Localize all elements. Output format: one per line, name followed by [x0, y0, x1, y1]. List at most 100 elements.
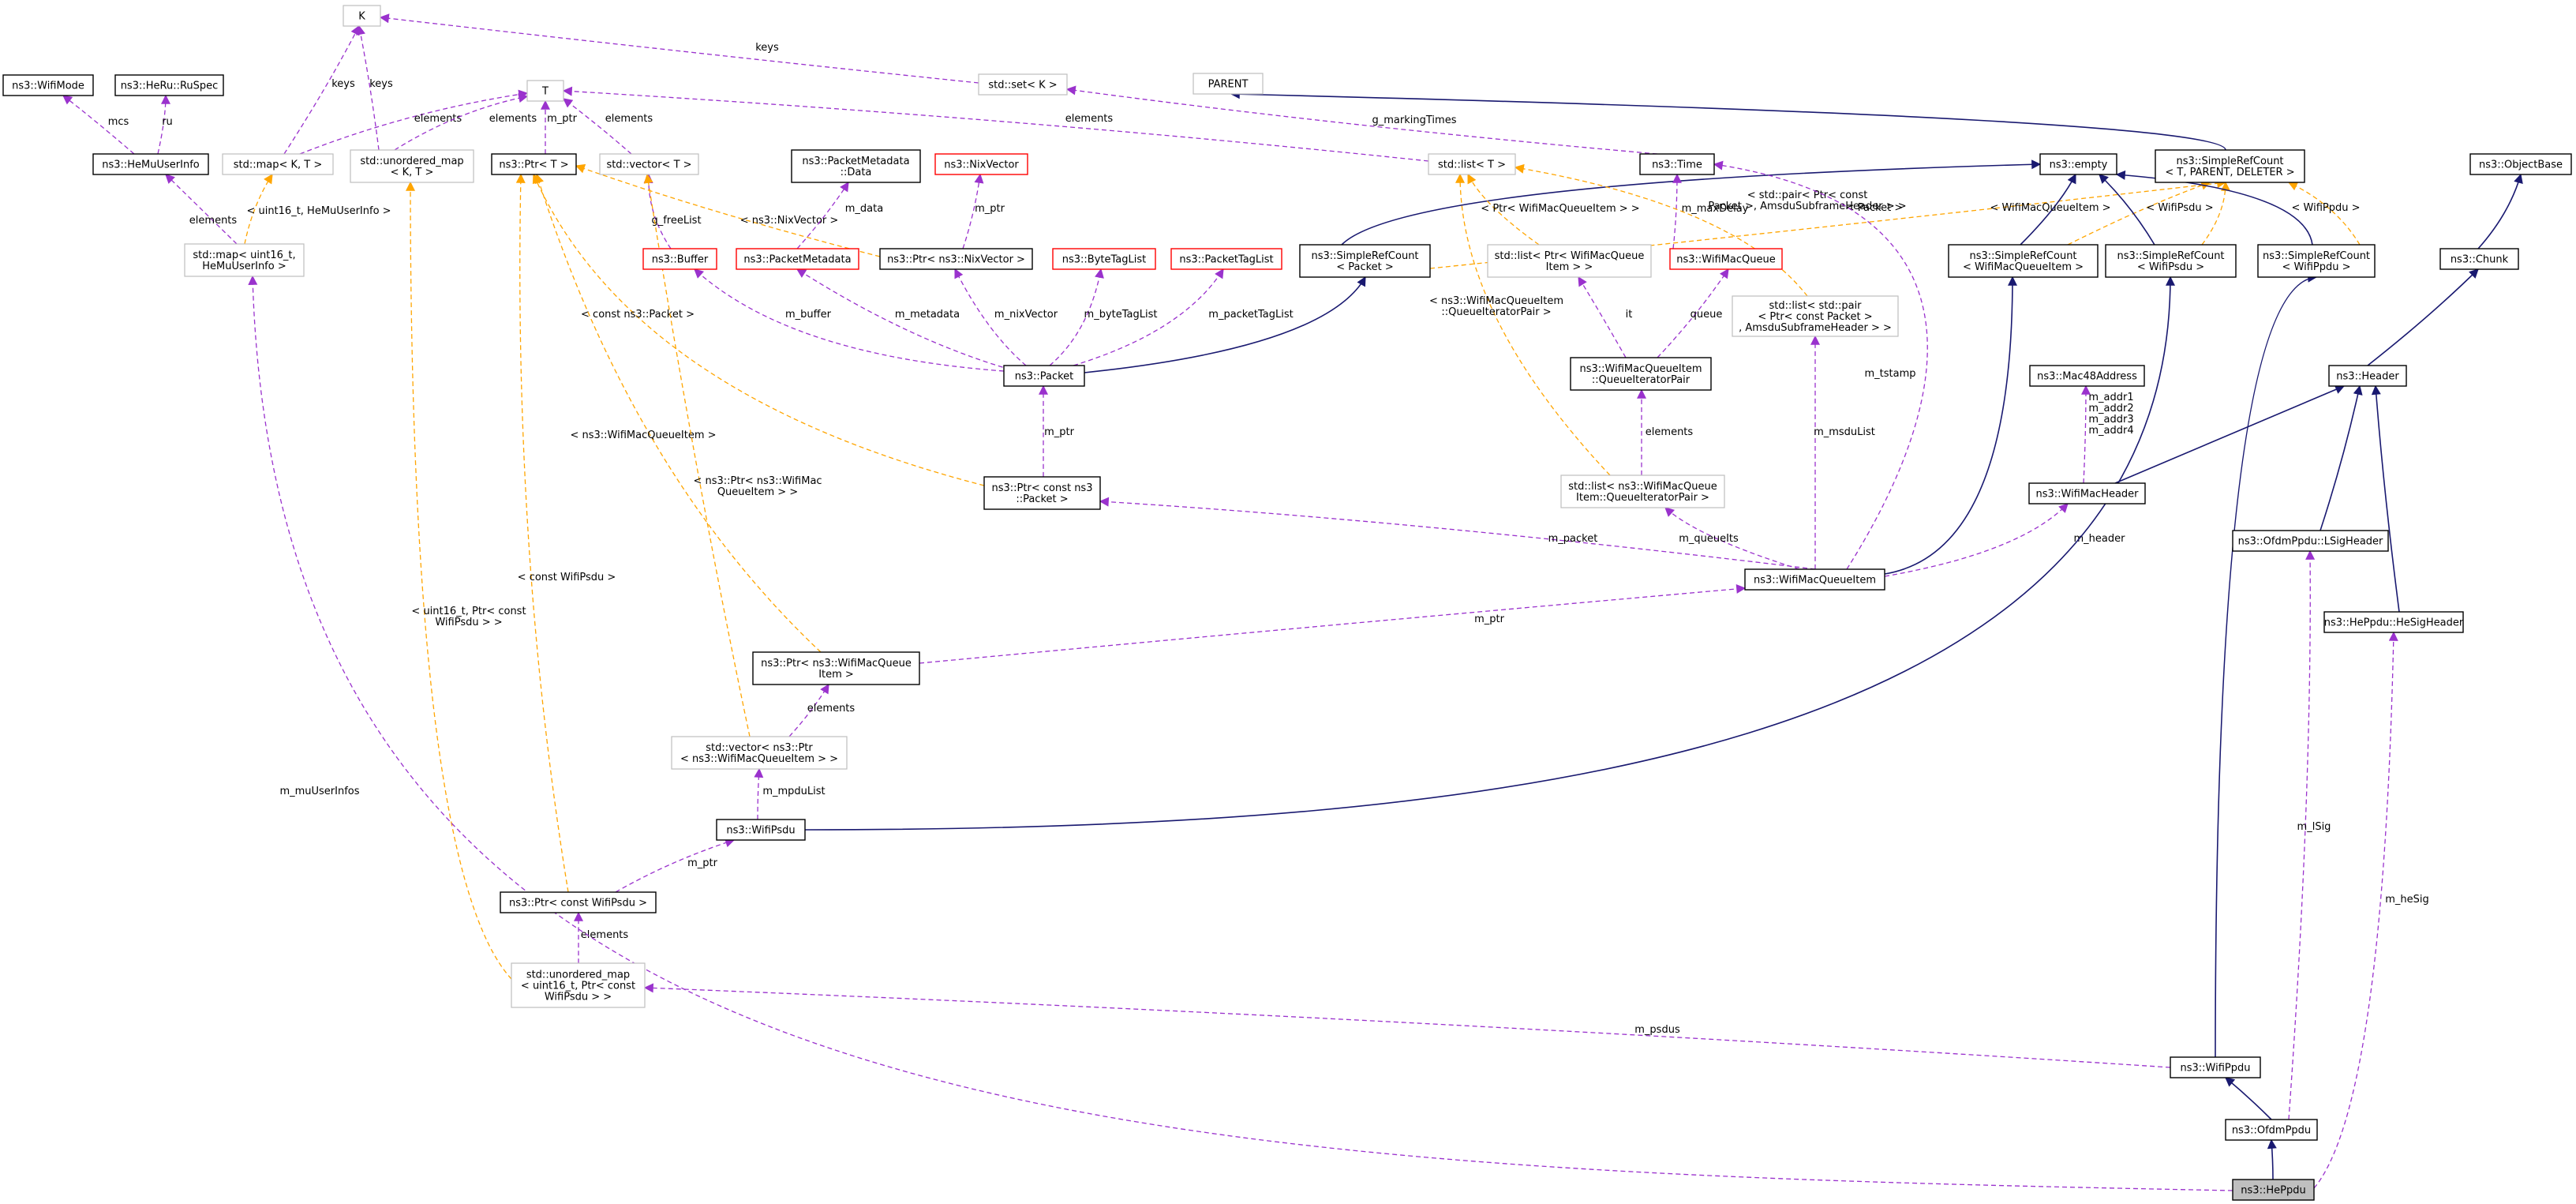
usage-edge-buffer-to-vector-t: [643, 173, 672, 249]
class-name-line: < K, T >: [391, 167, 434, 178]
class-node-he-sig-header[interactable]: ns3::HePpdu::HeSigHeader: [2323, 611, 2464, 633]
class-node-lsig-header[interactable]: ns3::OfdmPpdu::LSigHeader: [2232, 530, 2389, 552]
class-node-ru-spec[interactable]: ns3::HeRu::RuSpec: [114, 74, 224, 96]
class-box: [2028, 482, 2146, 504]
class-name-line: std::vector< ns3::Ptr: [706, 742, 813, 754]
inherit-edge-srcwmqi-to-empty: [2020, 173, 2076, 246]
class-node-map-he-mu: std::map< uint16_t,HeMuUserInfo >: [184, 243, 305, 277]
class-name-line: std::list< T >: [1438, 159, 1506, 171]
class-name-line: ns3::Packet: [1015, 371, 1074, 383]
class-name-line: ::QueueIteratorPair: [1592, 374, 1690, 386]
class-node-qipair[interactable]: ns3::WifiMacQueueItem::QueueIteratorPair: [1570, 357, 1712, 391]
edge-label: < Packet >: [1846, 202, 1904, 214]
class-node-wifi-mac-queue[interactable]: ns3::WifiMacQueue: [1669, 248, 1783, 270]
class-box: [1669, 248, 1783, 270]
edge-label: elements: [1646, 426, 1694, 438]
class-node-time[interactable]: ns3::Time: [1639, 153, 1715, 175]
class-node-packet[interactable]: ns3::Packet: [1003, 365, 1085, 387]
class-node-vector-t: std::vector< T >: [599, 153, 699, 175]
class-node-wifi-mode[interactable]: ns3::WifiMode: [2, 74, 94, 96]
class-node-srcppdu[interactable]: ns3::SimpleRefCount< WifiPpdu >: [2257, 244, 2376, 278]
class-node-pmdata[interactable]: ns3::PacketMetadata::Data: [791, 149, 921, 183]
class-box: [1428, 153, 1516, 175]
inherit-edge-srcgeneric-to-parent: [1230, 89, 2226, 151]
class-name-line: < T, PARENT, DELETER >: [2165, 167, 2294, 178]
class-name-line: < Packet >: [1336, 261, 1394, 273]
class-box: [2439, 248, 2519, 270]
class-node-ptr-const-psdu[interactable]: ns3::Ptr< const WifiPsdu >: [500, 891, 657, 913]
class-node-chunk[interactable]: ns3::Chunk: [2439, 248, 2519, 270]
class-name-line: ns3::WifiMode: [12, 81, 84, 92]
edge-label-line: < ns3::Ptr< ns3::WifiMac: [693, 475, 822, 487]
class-node-packet-metadata[interactable]: ns3::PacketMetadata: [736, 248, 859, 270]
class-box: [1744, 568, 1885, 591]
class-box: [2039, 153, 2117, 175]
class-node-ptr-const-packet[interactable]: ns3::Ptr< const ns3::Packet >: [983, 476, 1101, 510]
class-node-ptr-nix[interactable]: ns3::Ptr< ns3::NixVector >: [879, 248, 1033, 270]
class-node-mac48[interactable]: ns3::Mac48Address: [2029, 365, 2145, 387]
edge-label-line: m_data: [845, 203, 883, 215]
usage-edge-qipair-to-wifi-mac-queue: [1657, 268, 1729, 358]
class-node-list-pair: std::list< std::pair< Ptr< const Packet …: [1732, 295, 1899, 337]
class-box: [1732, 295, 1899, 337]
edge-label: < Ptr< WifiMacQueueItem > >: [1481, 203, 1639, 215]
class-name-line: WifiPsdu > >: [545, 992, 612, 1003]
class-node-he-mu-user-info[interactable]: ns3::HeMuUserInfo: [92, 153, 209, 175]
class-node-t: T: [526, 80, 564, 102]
edge-label-line: elements: [489, 113, 537, 125]
inherit-edge-wifi-mac-header-to-header: [2114, 384, 2346, 484]
class-node-packet-tag-list[interactable]: ns3::PacketTagList: [1170, 248, 1282, 270]
usage-edge-packet-to-packet-tag-list: [1073, 268, 1224, 366]
edge-label: elements: [189, 215, 238, 227]
class-name-line: ns3::ByteTagList: [1062, 254, 1146, 266]
class-node-wifi-psdu[interactable]: ns3::WifiPsdu: [716, 819, 806, 841]
template-edge-ptr-nix-to-ptr-t: [575, 163, 881, 257]
edge-label-line: elements: [1065, 113, 1114, 125]
usage-edge-map-kt-to-t: [299, 89, 529, 155]
class-box: [2029, 365, 2145, 387]
edge-label-line: m_metadata: [895, 309, 960, 321]
class-box: [1193, 73, 1264, 95]
class-node-srcpacket[interactable]: ns3::SimpleRefCount< Packet >: [1299, 244, 1431, 278]
usage-edge-set-k-to-k: [379, 13, 979, 84]
class-node-srcgeneric[interactable]: ns3::SimpleRefCount< T, PARENT, DELETER …: [2155, 149, 2305, 183]
edge-label: m_data: [845, 203, 883, 215]
edge-label-line: < std::pair< Ptr< const: [1747, 189, 1868, 201]
edge-label-line: keys: [331, 78, 355, 90]
edge-label-line: m_muUserInfos: [279, 786, 359, 797]
edge-label-line: queue: [1690, 309, 1723, 321]
class-node-wifi-ppdu[interactable]: ns3::WifiPpdu: [2170, 1056, 2261, 1078]
class-node-he-ppdu[interactable]: ns3::HePpdu: [2232, 1179, 2315, 1201]
usage-edge-list-t-to-t: [562, 86, 1429, 162]
edge-label-line: ru: [162, 116, 173, 128]
edge-label-line: elements: [414, 113, 462, 125]
edge-label-line: m_queueIts: [1679, 533, 1739, 545]
class-node-ofdm-ppdu[interactable]: ns3::OfdmPpdu: [2225, 1119, 2318, 1141]
class-node-srcpsdu[interactable]: ns3::SimpleRefCount< WifiPsdu >: [2105, 244, 2237, 278]
class-node-srcwmqi[interactable]: ns3::SimpleRefCount< WifiMacQueueItem >: [1948, 244, 2099, 278]
class-node-buffer[interactable]: ns3::Buffer: [642, 248, 717, 270]
edge-label: m_lSig: [2297, 821, 2331, 833]
usage-edge-time-to-set-k: [1065, 85, 1658, 155]
class-node-wifi-mac-header[interactable]: ns3::WifiMacHeader: [2028, 482, 2146, 504]
edge-label: m_mpduList: [762, 786, 825, 797]
class-node-empty[interactable]: ns3::empty: [2039, 153, 2117, 175]
class-node-object-base[interactable]: ns3::ObjectBase: [2469, 153, 2572, 175]
edge-label: < uint16_t, HeMuUserInfo >: [246, 205, 391, 217]
class-node-header[interactable]: ns3::Header: [2328, 365, 2407, 387]
template-edge-umap-psdu-to-umap-kt: [406, 181, 512, 980]
edge-label: mcs: [108, 116, 129, 128]
class-node-umap-kt: std::unordered_map< K, T >: [350, 149, 474, 183]
class-node-wmqi[interactable]: ns3::WifiMacQueueItem: [1744, 568, 1885, 591]
class-name-line: ns3::HeMuUserInfo: [102, 159, 200, 171]
class-node-ptr-wmqi[interactable]: ns3::Ptr< ns3::WifiMacQueueItem >: [752, 651, 920, 685]
class-node-nix-vector[interactable]: ns3::NixVector: [934, 153, 1028, 175]
class-name-line: ns3::PacketTagList: [1179, 254, 1273, 266]
usage-edge-packet-to-byte-tag-list: [1049, 268, 1104, 366]
template-edge-ptr-wmqi-to-ptr-t: [534, 173, 822, 653]
edge-label: m_muUserInfos: [279, 786, 359, 797]
class-node-byte-tag-list[interactable]: ns3::ByteTagList: [1052, 248, 1156, 270]
usage-edge-packet-to-packet-metadata: [796, 268, 1011, 370]
edge-label: m_metadata: [895, 309, 960, 321]
class-node-ptr-t[interactable]: ns3::Ptr< T >: [491, 153, 577, 175]
